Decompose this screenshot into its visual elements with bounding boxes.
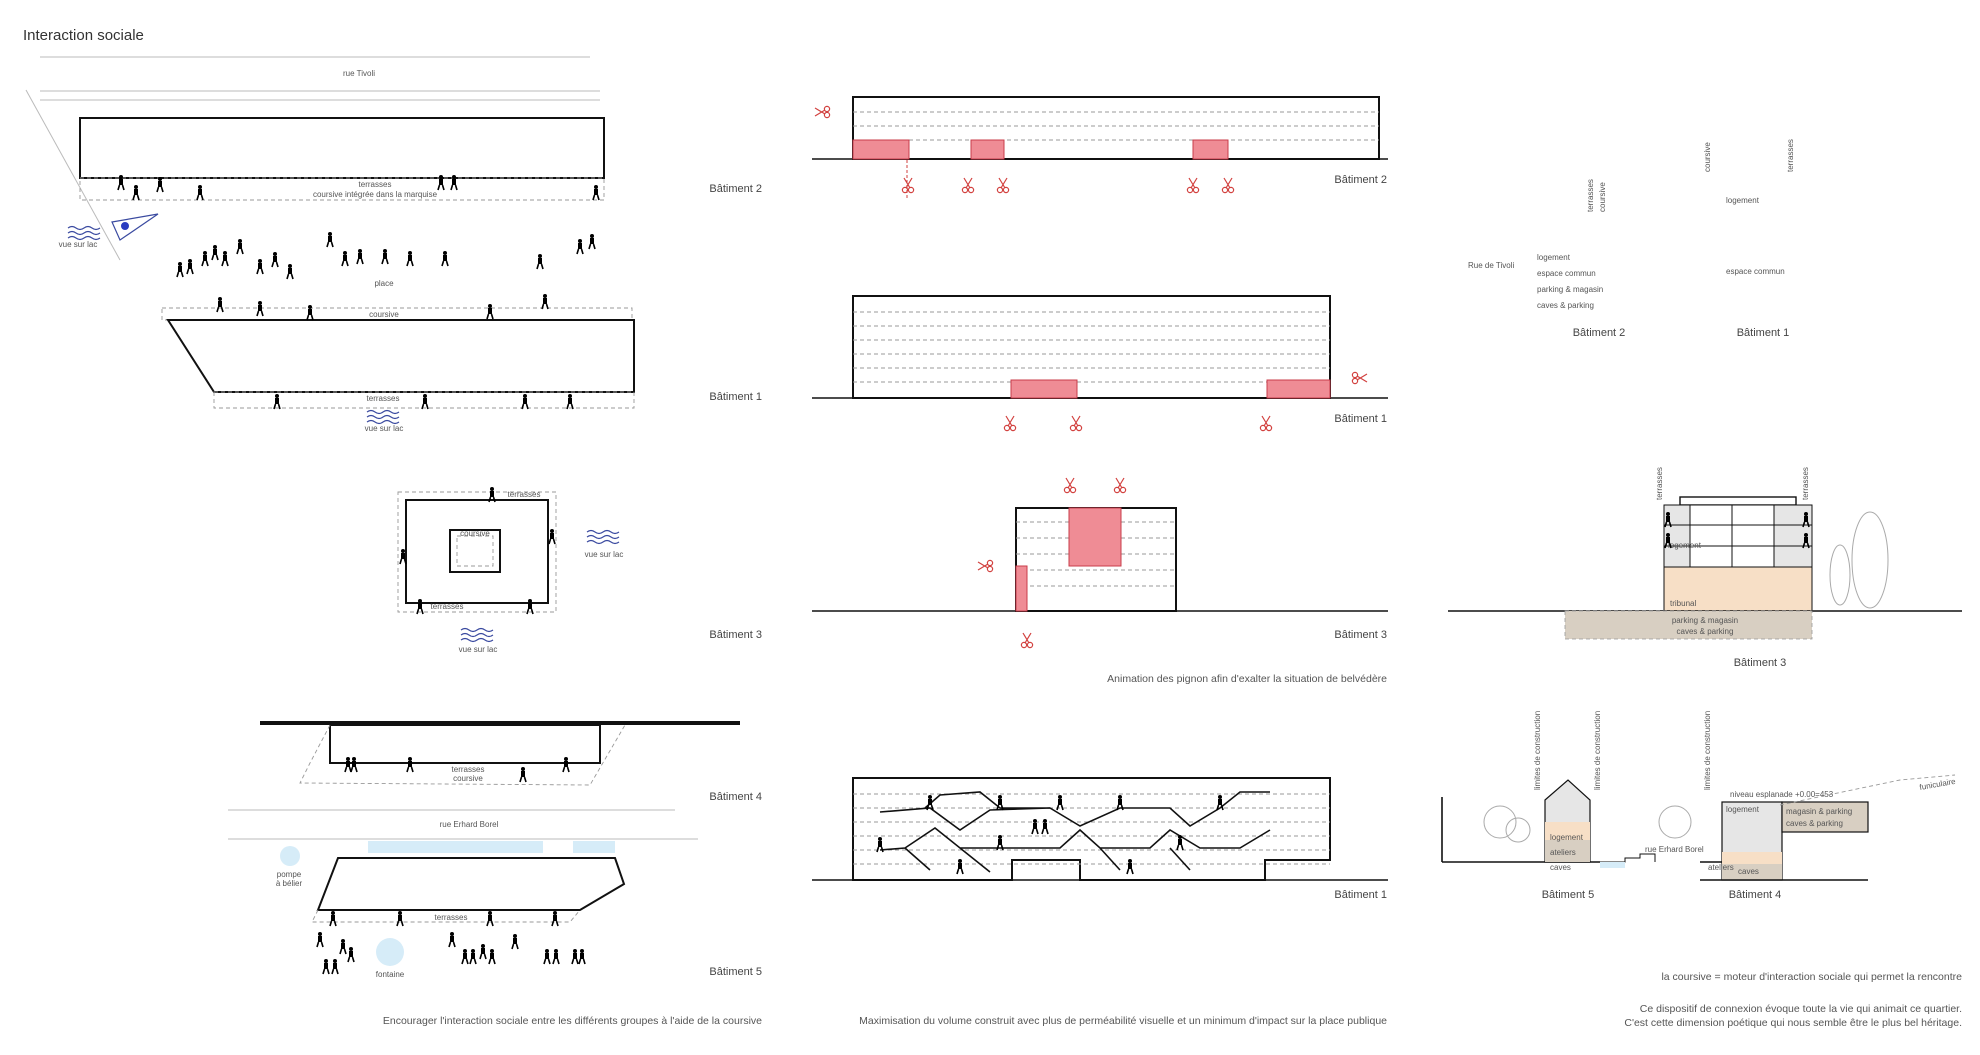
plan-batiment-2-1: rue Tivoli terrasses coursive intégrée d… <box>25 56 635 433</box>
label-s4-magasin-parking: magasin & parking <box>1786 807 1852 816</box>
section-batiment-2-1: terrasses coursive coursive terrasses lo… <box>1468 139 1795 310</box>
label-terrasses-vertical: terrasses <box>1586 179 1595 212</box>
label-b3-terrasses-bottom: terrasses <box>431 602 464 611</box>
elevation-batiment-1 <box>812 295 1388 432</box>
elevation-batiment-3 <box>812 477 1388 649</box>
label-s5-caves: caves <box>1550 863 1571 872</box>
section-batiment-4-5: logement ateliers caves limites de const… <box>1441 711 1957 881</box>
people-group-coursive <box>876 794 1224 875</box>
label-s3-logement: logement <box>1668 541 1702 550</box>
label-batiment-3-mid: Bâtiment 3 <box>1334 629 1387 641</box>
label-rue-erhard-right: rue Erhard Borel <box>1645 845 1704 854</box>
label-pompe: pompe <box>277 870 302 879</box>
caption-middle: Maximisation du volume construit avec pl… <box>859 1015 1387 1027</box>
label-s3-terrasses-right: terrasses <box>1801 467 1810 500</box>
label-batiment-3-left: Bâtiment 3 <box>709 629 762 641</box>
plan-batiment-3: terrasses coursive terrasses vue sur lac… <box>397 486 624 654</box>
label-niveau-esplanade: niveau esplanade +0.00=453 <box>1730 790 1834 799</box>
label-vue-lac-3: vue sur lac <box>585 550 624 559</box>
plan-building-4 <box>329 724 601 764</box>
people-group-plan-1 <box>117 174 600 410</box>
label-b5-terrasses: terrasses <box>435 913 468 922</box>
label-b3-terrasses-top: terrasses <box>508 490 541 499</box>
label-s3-terrasses-left: terrasses <box>1655 467 1664 500</box>
label-logement-1: logement <box>1726 196 1760 205</box>
label-batiment-2-left: Bâtiment 2 <box>709 183 762 195</box>
caption-animation: Animation des pignon afin d'exalter la s… <box>1107 673 1387 685</box>
label-batiment-5-right: Bâtiment 5 <box>1542 889 1595 901</box>
label-limites-2: limites de construction <box>1593 711 1602 790</box>
label-s5-ateliers: ateliers <box>1550 848 1576 857</box>
label-batiment-1-left: Bâtiment 1 <box>709 391 762 403</box>
plan-building-3 <box>405 499 549 604</box>
label-b4-terrasses: terrasses <box>452 765 485 774</box>
label-s4-ateliers: ateliers <box>1708 863 1734 872</box>
tagline: la coursive = moteur d'interaction socia… <box>1661 971 1962 983</box>
label-vue-lac-4: vue sur lac <box>459 645 498 654</box>
label-logement-2: logement <box>1537 253 1571 262</box>
people-group-plan-3 <box>399 486 556 615</box>
label-batiment-2-mid: Bâtiment 2 <box>1334 174 1387 186</box>
plan-batiment-4-5: terrasses coursive rue Erhard Borel pomp… <box>228 721 740 979</box>
label-terrasses-mid: terrasses <box>367 394 400 403</box>
plan-building-5 <box>316 857 626 911</box>
elevation-batiment-2 <box>812 96 1388 200</box>
label-espace-commun-1: espace commun <box>1726 267 1785 276</box>
label-vue-lac-2: vue sur lac <box>365 424 404 433</box>
label-batiment-2-right: Bâtiment 2 <box>1573 327 1626 339</box>
label-coursive-vertical-2: coursive <box>1703 142 1712 172</box>
label-batiment-1-mid: Bâtiment 1 <box>1334 413 1387 425</box>
people-group-plan-4-5 <box>316 756 586 975</box>
label-b3-courtyard: coursive <box>460 529 490 538</box>
label-vue-lac-1: vue sur lac <box>59 240 98 249</box>
label-funiculaire: funiculaire <box>1919 777 1957 792</box>
section-batiment-3: terrasses terrasses logement tribunal pa… <box>1448 467 1962 640</box>
plan-building-2 <box>79 117 605 179</box>
label-batiment-1-mid-bottom: Bâtiment 1 <box>1334 889 1387 901</box>
plan-building-1 <box>166 319 635 393</box>
label-s3-caves-parking: caves & parking <box>1677 627 1734 636</box>
label-batiment-4-left: Bâtiment 4 <box>709 791 762 803</box>
label-b4-coursive: coursive <box>453 774 483 783</box>
label-s3-tribunal: tribunal <box>1670 599 1696 608</box>
label-limites-3: limites de construction <box>1703 711 1712 790</box>
label-coursive-vertical: coursive <box>1598 182 1607 212</box>
label-s4-logement: logement <box>1726 805 1760 814</box>
label-s5-logement: logement <box>1550 833 1584 842</box>
label-caves-parking: caves & parking <box>1537 301 1594 310</box>
label-espace-commun-2: espace commun <box>1537 269 1596 278</box>
label-parking-magasin: parking & magasin <box>1537 285 1603 294</box>
street-label-erhard: rue Erhard Borel <box>440 820 499 829</box>
caption-left: Encourager l'interaction sociale entre l… <box>383 1015 762 1027</box>
conclusion-2: C'est cette dimension poétique qui nous … <box>1624 1017 1962 1029</box>
label-batiment-3-right: Bâtiment 3 <box>1734 657 1787 669</box>
label-coursive-marquise: coursive intégrée dans la marquise <box>313 190 438 199</box>
label-batiment-1-right: Bâtiment 1 <box>1737 327 1790 339</box>
label-pompe-2: à bélier <box>276 879 303 888</box>
label-limites-1: limites de construction <box>1533 711 1542 790</box>
label-coursive: coursive <box>369 310 399 319</box>
plan-coursive-2 <box>79 177 605 201</box>
label-terrasses-vertical-2: terrasses <box>1786 139 1795 172</box>
conclusion-1: Ce dispositif de connexion évoque toute … <box>1640 1003 1962 1015</box>
label-batiment-5-left: Bâtiment 5 <box>709 966 762 978</box>
label-fontaine: fontaine <box>376 970 405 979</box>
label-batiment-4-right: Bâtiment 4 <box>1729 889 1782 901</box>
page-title: Interaction sociale <box>23 27 144 44</box>
label-terrasses-top: terrasses <box>359 180 392 189</box>
label-s4-caves-parking: caves & parking <box>1786 819 1843 828</box>
label-s3-parking-magasin: parking & magasin <box>1672 616 1738 625</box>
elevation-batiment-1-coursive <box>812 777 1388 881</box>
label-rue-tivoli: Rue de Tivoli <box>1468 261 1514 270</box>
label-s4-caves: caves <box>1738 867 1759 876</box>
street-label-tivoli: rue Tivoli <box>343 69 375 78</box>
label-place: place <box>374 279 394 288</box>
